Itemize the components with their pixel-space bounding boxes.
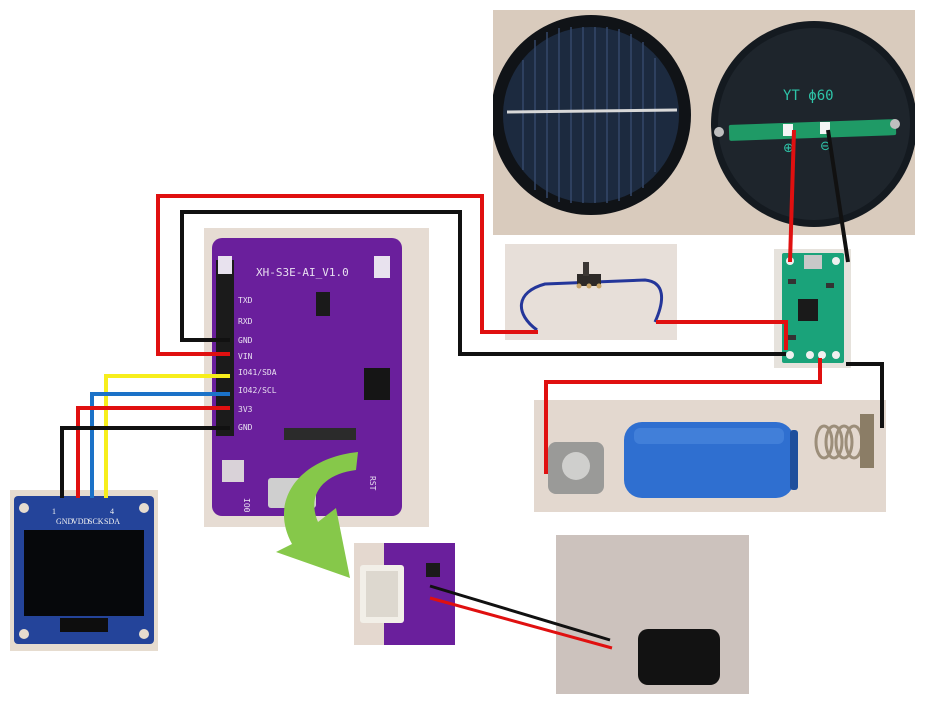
board-pin-scl: IO42/SCL: [238, 386, 277, 395]
wire-battery-red: [544, 358, 822, 474]
speaker-photo: [556, 535, 749, 694]
board-pin-gnd2: GND: [238, 423, 253, 432]
oled-display-photo: GND VDD SCK SDA 1 4: [10, 490, 158, 651]
oled-pin-sda: SDA: [104, 517, 120, 526]
switch-photo: [505, 244, 677, 340]
solar-panel-back: YT ϕ60 ⊕ ⊖: [711, 21, 915, 227]
board-button-label: IO0: [242, 498, 251, 513]
solar-marking: YT ϕ60: [783, 88, 834, 104]
solar-panels-photo: YT ϕ60 ⊕ ⊖: [493, 10, 915, 235]
solar-panel-front: [493, 15, 691, 215]
wire-gnd-black: [180, 210, 786, 356]
battery-contact-plate: [548, 442, 604, 494]
board-pin-rxd: RXD: [238, 317, 253, 326]
battery-photo: [534, 400, 886, 512]
oled-pin-first: 1: [52, 507, 56, 516]
board-pin-3v3: 3V3: [238, 405, 253, 414]
wire-oled-vdd-red: [76, 406, 230, 498]
wire-solar-plus-red: [788, 129, 796, 263]
esp32-board-photo: XH-S3E-AI_V1.0 TXD RXD GND VIN IO41/SDA …: [204, 228, 429, 527]
wire-oled-sda-yellow: [104, 374, 230, 498]
board-pin-sda: IO41/SDA: [238, 368, 277, 377]
solar-minus-mark: ⊖: [820, 139, 831, 154]
oled-pin-vdd: VDD: [72, 517, 90, 526]
wire-oled-scl-blue: [90, 392, 230, 498]
green-arrow: [276, 452, 358, 578]
oled-pin-last: 4: [110, 507, 114, 516]
wire-speaker-red: [429, 596, 613, 650]
charger-module-photo: [774, 249, 851, 368]
wire-solar-minus-black: [826, 129, 850, 263]
oled-pin-gnd: GND: [56, 517, 74, 526]
wire-speaker-black: [429, 584, 611, 642]
battery-cell: [624, 422, 798, 498]
wire-switch-to-charger-red: [656, 320, 788, 350]
wire-vin-red: [156, 194, 538, 356]
board-pin-gnd1: GND: [238, 336, 253, 345]
oled-pin-sck: SCK: [88, 517, 104, 526]
wire-battery-black: [846, 362, 884, 428]
connector-closeup-photo: [354, 543, 455, 645]
board-pin-txd: TXD: [238, 296, 253, 305]
board-rst-label: RST: [368, 476, 377, 491]
board-pin-vin: VIN: [238, 352, 253, 361]
wire-oled-gnd-black: [60, 426, 230, 498]
solar-plus-mark: ⊕: [783, 141, 794, 156]
board-title: XH-S3E-AI_V1.0: [256, 266, 349, 279]
